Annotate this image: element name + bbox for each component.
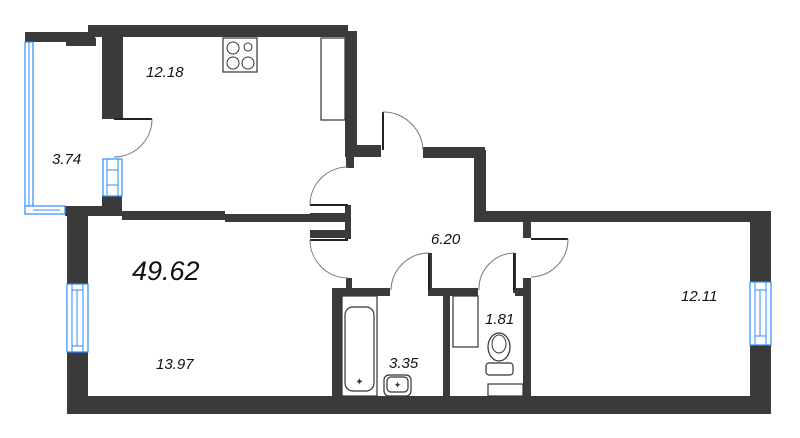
- bedroom-window: [749, 281, 772, 346]
- sink-icon: ✦: [383, 374, 412, 397]
- kitchen-door: [309, 166, 349, 206]
- bathroom-door: [390, 252, 430, 291]
- living-room-area-label: 13.97: [156, 356, 194, 373]
- toilet-shelf: [487, 383, 524, 397]
- kitchen-balcony-window: [102, 158, 123, 197]
- toilet-door: [478, 252, 515, 291]
- bathtub-icon: ✦: [341, 295, 378, 397]
- kitchen-area-label: 12.18: [146, 64, 184, 81]
- doors: [113, 111, 569, 291]
- svg-text:✦: ✦: [355, 377, 363, 388]
- total-area-label: 49.62: [132, 256, 200, 286]
- bedroom-area-label: 12.11: [681, 288, 718, 305]
- balcony-window: [24, 41, 66, 215]
- kitchen-counter: [320, 37, 346, 121]
- toilet-cabinet: [452, 295, 479, 348]
- entrance-door: [382, 111, 424, 151]
- svg-text:✦: ✦: [394, 380, 402, 390]
- fixtures: ✦ ✦: [222, 37, 524, 397]
- windows: [24, 41, 772, 353]
- living-room-window: [66, 283, 89, 353]
- hallway-area-label: 6.20: [431, 231, 461, 248]
- bedroom-door: [530, 238, 569, 278]
- living-room-door: [309, 239, 349, 279]
- toilet-icon: [485, 332, 514, 376]
- stove-icon: [222, 37, 258, 73]
- bathroom-area-label: 3.35: [389, 355, 419, 372]
- toilet-area-label: 1.81: [485, 311, 515, 328]
- balcony-door: [113, 118, 153, 158]
- balcony-area-label: 3.74: [52, 151, 82, 168]
